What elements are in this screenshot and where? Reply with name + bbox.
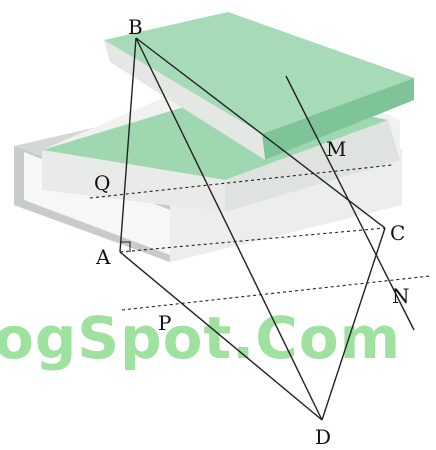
label-N: N — [392, 284, 410, 308]
label-Q: Q — [94, 171, 110, 195]
segment-BD — [135, 37, 323, 421]
watermark-text: ogSpot.Com — [0, 304, 401, 372]
label-A: A — [95, 245, 111, 269]
label-P: P — [158, 311, 171, 335]
label-C: C — [390, 221, 405, 245]
segment-BA — [119, 37, 137, 253]
line-through-M-N — [285, 75, 415, 331]
label-M: M — [326, 137, 346, 161]
label-B: B — [128, 15, 143, 39]
dashed-QM — [89, 164, 393, 199]
dashed-AC — [119, 227, 386, 253]
segment-BC — [135, 37, 386, 229]
top-book — [104, 12, 414, 160]
segment-CD — [321, 227, 386, 421]
label-D: D — [315, 425, 331, 449]
solid-lines — [119, 37, 415, 421]
right-angle-marker — [120, 241, 131, 252]
segment-AD — [119, 251, 323, 421]
books-illustration — [14, 12, 414, 262]
dashed-PN — [121, 275, 431, 311]
dashed-lines — [89, 164, 431, 311]
